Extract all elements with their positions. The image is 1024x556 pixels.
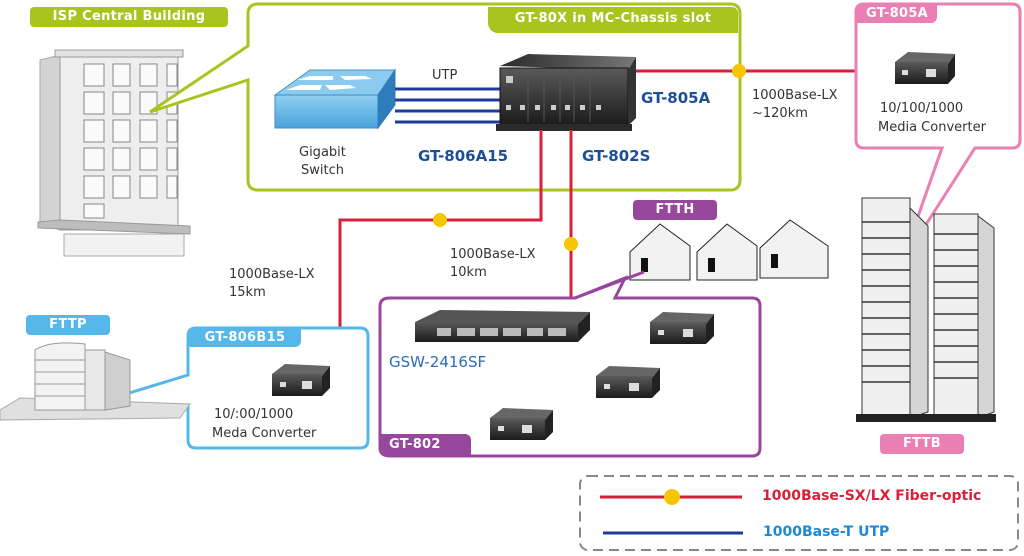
gt805a-model-label: GT-805A (641, 89, 711, 107)
gigabit-switch-label-line1: Gigabit (299, 145, 346, 160)
chassis-tag: GT-80X in MC-Chassis slot (488, 7, 738, 33)
gt805a-tag: GT-805A (857, 5, 937, 23)
fttp-tag: FTTP (26, 315, 110, 335)
gigabit-switch-label-line2: Switch (301, 163, 344, 178)
link-10km-label-line2: 10km (450, 265, 487, 280)
link-10km-label-line1: 1000Base-LX (450, 247, 536, 262)
converter-805a-label-line2: Media Converter (878, 120, 986, 135)
fttb-buildings-icon (856, 197, 996, 422)
ftth-houses-icon (629, 219, 829, 281)
gt802s-model-label: GT-802S (582, 147, 651, 165)
utp-bundle (395, 87, 500, 124)
isp-frame (149, 2, 742, 192)
legend-box (579, 475, 1019, 551)
legend-utp-label: 1000Base-T UTP (763, 524, 890, 540)
legend-fiber-badge (664, 489, 680, 505)
fttp-building-icon (0, 342, 191, 421)
media-converter-gt802-3-icon (490, 408, 553, 440)
media-converter-805a-icon (895, 52, 955, 84)
legend-fiber-label: 1000Base-SX/LX Fiber-optic (762, 488, 982, 504)
utp-label: UTP (432, 68, 458, 83)
gsw-2416sf-model-label: GSW-2416SF (389, 353, 487, 371)
media-converter-806b15-icon (272, 364, 330, 396)
gt806a15-model-label: GT-806A15 (418, 147, 509, 165)
fiber-badge (433, 213, 447, 227)
gt806b15-tag: GT-806B15 (189, 329, 301, 347)
link-15km-label-line2: 15km (229, 285, 266, 300)
fttb-tag: FTTB (880, 434, 964, 454)
converter-806b15-label-line2: Meda Converter (212, 426, 317, 441)
media-converter-gt802-1-icon (650, 312, 714, 344)
gsw-2416sf-switch-icon (415, 310, 590, 342)
link-120km-label-line2: ~120km (752, 106, 808, 121)
ftth-pointer (574, 270, 645, 300)
fiber-badge (732, 64, 746, 78)
fiber-badge (564, 237, 578, 251)
ftth-tag: FTTH (633, 200, 717, 220)
gt806b15-frame (79, 326, 370, 450)
media-converter-gt802-2-icon (596, 366, 660, 398)
link-15km-label-line1: 1000Base-LX (229, 267, 315, 282)
converter-805a-label-line1: 10/100/1000 (880, 101, 964, 116)
gt802-tag: GT-802 (381, 434, 471, 455)
converter-806b15-label-line1: 10/:00/1000 (214, 407, 294, 422)
mc-chassis-icon (496, 54, 636, 131)
isp-central-building-tag: ISP Central Building (30, 7, 228, 27)
gigabit-switch-icon (273, 68, 396, 130)
link-120km-label-line1: 1000Base-LX (752, 88, 838, 103)
isp-central-building-icon (37, 49, 191, 257)
